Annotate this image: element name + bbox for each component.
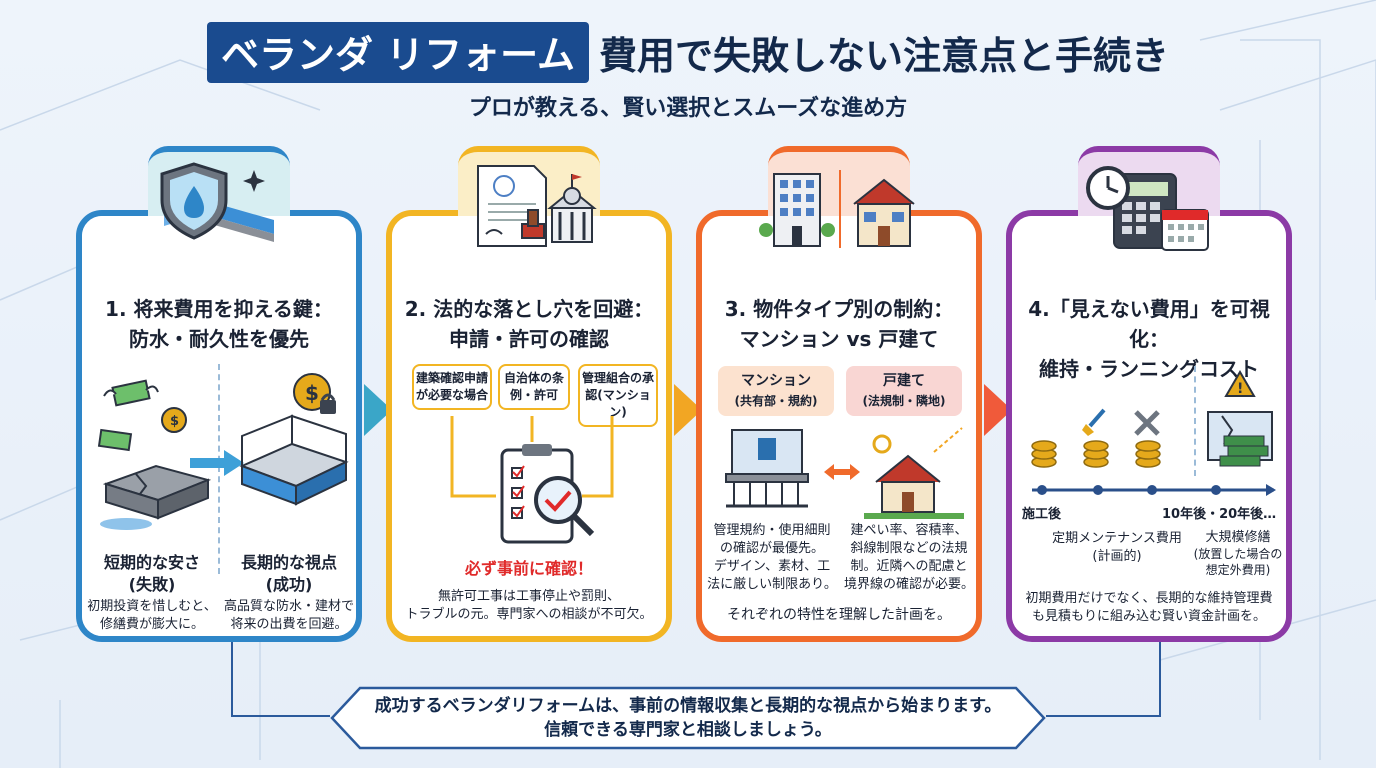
card-desc-1: 無許可工事は工事停止や罰則、 — [437, 589, 620, 604]
tag-apartment-sub: (共有部・規約) — [734, 394, 818, 408]
major-repair-sub-2: 想定外費用) — [1205, 563, 1271, 577]
apartment-house-icon — [726, 158, 952, 258]
card-title-line1: 2. 法的な落とし穴を回避： — [404, 297, 654, 321]
chevron-right-icon — [364, 384, 392, 436]
arrow-right-icon — [190, 450, 244, 476]
page-subtitle: プロが教える、賢い選択とスムーズな進め方 — [468, 96, 908, 121]
cracked-deck-icon: $ — [97, 379, 212, 530]
tag-house-sub: (法規制・隣地) — [862, 394, 946, 408]
right-desc-2: 斜線制限などの法規 — [850, 541, 968, 556]
clock-calculator-calendar-icon — [1036, 158, 1262, 258]
card-running-cost: 4.「見えない費用」を可視化： 維持・ランニングコスト ! 施工後 10年後・2… — [1006, 146, 1292, 642]
protected-deck-icon: $ — [239, 373, 349, 506]
page-title: ベランダ リフォーム 費用で失敗しない注意点と手続き — [206, 22, 1170, 83]
card-desc: 無許可工事は工事停止や罰則、 トラブルの元。専門家への相談が不可欠。 — [398, 588, 660, 624]
card-title: 4.「見えない費用」を可視化： 維持・ランニングコスト — [1012, 294, 1286, 384]
right-desc-3: 制。近隣への配慮と — [850, 559, 968, 574]
timeline-end: 10年後・20年後… — [1162, 507, 1277, 522]
right-label-text: 長期的な視点 — [240, 553, 337, 572]
tag-house: 戸建て (法規制・隣地) — [846, 366, 962, 416]
maintenance-label: 定期メンテナンス費用 (計画的) — [1042, 530, 1192, 566]
divider — [1194, 366, 1196, 476]
card-title: 1. 将来費用を抑える鍵： 防水・耐久性を優先 — [82, 294, 356, 354]
left-desc-1: 管理規約・使用細則 — [713, 523, 831, 538]
major-repair-sub-1: (放置した場合の — [1193, 547, 1283, 561]
chevron-right-icon — [984, 384, 1012, 436]
apartment-vs-house-icon — [725, 427, 964, 519]
right-label: 長期的な視点 (成功) — [222, 552, 356, 596]
card-property-type: 3. 物件タイプ別の制約： マンション vs 戸建て マンション (共有部・規約… — [696, 146, 982, 642]
card-title-line1: 4.「見えない費用」を可視化： — [1028, 297, 1270, 351]
maintenance-timeline-icon: ! — [1031, 370, 1276, 496]
chevron-right-icon — [674, 384, 702, 436]
card-legal-check: 2. 法的な落とし穴を回避： 申請・許可の確認 建築確認申請が必要な場合 自治体… — [386, 146, 672, 642]
card-desc-2: トラブルの元。専門家への相談が不可欠。 — [405, 607, 653, 622]
emphasis-text: 必ず事前に確認！ — [464, 559, 593, 578]
timeline-start: 施工後 — [1022, 507, 1062, 522]
major-repair-label-text: 大規模修繕 — [1205, 530, 1271, 545]
major-repair-label: 大規模修繕 (放置した場合の 想定外費用) — [1188, 530, 1288, 578]
card-body — [702, 216, 976, 636]
card-waterproofing: 1. 将来費用を抑える鍵： 防水・耐久性を優先 $ $ 短期的な安さ (失敗) … — [76, 146, 362, 642]
shield-water-icon — [106, 158, 332, 258]
left-desc-4: 法に厳しい制限あり。 — [707, 577, 837, 592]
left-label-text: 短期的な安さ — [103, 553, 200, 572]
right-desc-2: 将来の出費を回避。 — [230, 617, 348, 632]
svg-text:$: $ — [170, 414, 179, 429]
card-title: 2. 法的な落とし穴を回避： 申請・許可の確認 — [392, 294, 666, 354]
card-title-line2: 申請・許可の確認 — [449, 327, 609, 351]
tag-apartment: マンション (共有部・規約) — [718, 366, 834, 416]
card-desc: 初期費用だけでなく、長期的な維持管理費 も見積もりに組み込む賢い資金計画を。 — [1016, 590, 1282, 626]
svg-text:!: ! — [1237, 381, 1243, 397]
card-title-line2: 維持・ランニングコスト — [1039, 357, 1259, 381]
maintenance-label-text: 定期メンテナンス費用 — [1052, 531, 1182, 546]
left-desc-3: デザイン、素材、工 — [713, 559, 831, 574]
svg-text:$: $ — [305, 381, 319, 405]
left-desc-1: 初期投資を惜しむと、 — [87, 599, 217, 614]
tag-association-approval: 管理組合の承認(マンション) — [578, 364, 658, 427]
left-desc-2: 修繕費が膨大に。 — [99, 617, 204, 632]
right-desc: 高品質な防水・建材で 将来の出費を回避。 — [220, 598, 358, 634]
document-building-icon — [416, 158, 642, 258]
right-desc-4: 境界線の確認が必要。 — [843, 577, 974, 592]
tag-apartment-label: マンション — [741, 373, 811, 389]
tag-building-permit: 建築確認申請が必要な場合 — [412, 364, 492, 410]
maintenance-label-sub: (計画的) — [1092, 549, 1142, 564]
right-desc-1: 高品質な防水・建材で — [223, 599, 354, 614]
tag-local-ordinance: 自治体の条例・許可 — [498, 364, 570, 410]
checklist-magnifier-icon — [450, 416, 614, 544]
right-label-sub: (成功) — [265, 575, 313, 594]
title-area: ベランダ リフォーム 費用で失敗しない注意点と手続き — [0, 22, 1376, 83]
footer-banner — [330, 686, 1046, 750]
card-title-line2: マンション vs 戸建て — [739, 327, 939, 351]
footer-message: 成功するベランダリフォームは、事前の情報収集と長期的な視点から始まります。 信頼… — [330, 694, 1046, 742]
left-desc-2: の確認が最優先。 — [719, 541, 824, 556]
left-label: 短期的な安さ (失敗) — [86, 552, 218, 596]
footer-line-1: 成功するベランダリフォームは、事前の情報収集と長期的な視点から始まります。 — [374, 696, 1002, 716]
card-title-line1: 1. 将来費用を抑える鍵： — [105, 297, 333, 321]
left-desc: 初期投資を惜しむと、 修繕費が膨大に。 — [84, 598, 220, 634]
right-desc-1: 建ぺい率、容積率、 — [850, 523, 968, 538]
divider — [218, 364, 220, 574]
left-label-sub: (失敗) — [128, 575, 176, 594]
right-desc: 建ぺい率、容積率、 斜線制限などの法規 制。近隣への配慮と 境界線の確認が必要。 — [842, 522, 976, 594]
footer-line-2: 信頼できる専門家と相談しましょう。 — [544, 720, 832, 740]
title-highlight: ベランダ リフォーム — [206, 22, 590, 83]
tag-house-label: 戸建て — [883, 373, 925, 389]
title-rest: 費用で失敗しない注意点と手続き — [599, 34, 1170, 78]
card-desc-2: も見積もりに組み込む賢い資金計画を。 — [1031, 609, 1266, 624]
card-summary: それぞれの特性を理解した計画を。 — [727, 607, 951, 623]
card-desc-1: 初期費用だけでなく、長期的な維持管理費 — [1025, 591, 1273, 606]
left-desc: 管理規約・使用細則 の確認が最優先。 デザイン、素材、工 法に厳しい制限あり。 — [706, 522, 838, 594]
card-title-line1: 3. 物件タイプ別の制約： — [724, 297, 954, 321]
card-title-line2: 防水・耐久性を優先 — [129, 327, 309, 351]
card-title: 3. 物件タイプ別の制約： マンション vs 戸建て — [702, 294, 976, 354]
